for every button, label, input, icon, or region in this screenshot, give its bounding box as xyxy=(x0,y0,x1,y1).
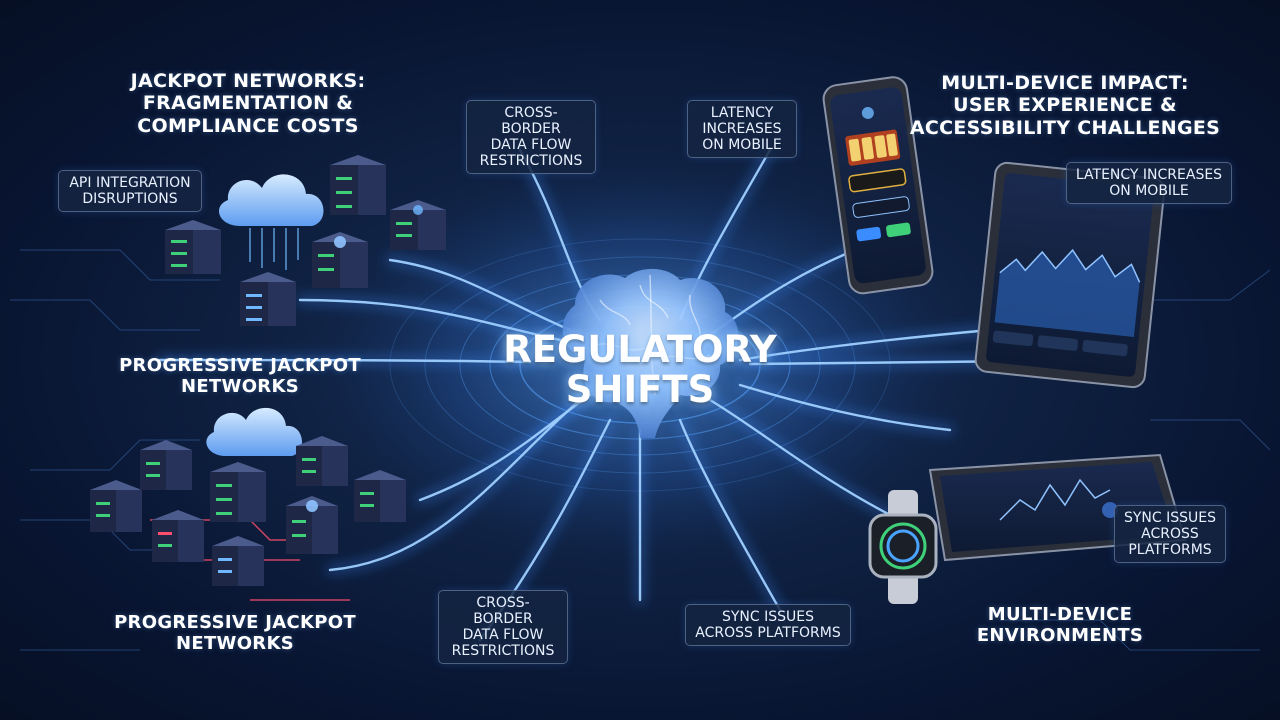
brain-icon xyxy=(562,268,739,438)
heading-line: NETWORKS xyxy=(181,376,299,398)
label-cross-border-top: CROSS-BORDER DATA FLOW RESTRICTIONS xyxy=(466,100,596,175)
heading-multi-device-environments: MULTI-DEVICE ENVIRONMENTS xyxy=(960,604,1160,646)
cloud-icon xyxy=(218,174,324,270)
server-icon xyxy=(240,272,296,326)
circuit-traces xyxy=(10,249,1271,651)
label-line: RESTRICTIONS xyxy=(479,153,583,170)
label-latency-right: LATENCY INCREASES ON MOBILE xyxy=(1066,162,1232,205)
heading-multi-device-impact: MULTI-DEVICE IMPACT: USER EXPERIENCE & A… xyxy=(900,72,1230,139)
heading-line: COMPLIANCE COSTS xyxy=(137,114,359,137)
label-line: API INTEGRATION xyxy=(69,175,191,191)
label-cross-border-bottom: CROSS-BORDER DATA FLOW RESTRICTIONS xyxy=(438,590,568,665)
heading-line: NETWORKS xyxy=(176,633,294,655)
server-icon xyxy=(140,440,192,490)
server-icon xyxy=(354,470,406,522)
label-line: ACROSS xyxy=(1141,526,1199,543)
server-icon xyxy=(212,536,264,586)
label-line: ON MOBILE xyxy=(1109,183,1189,200)
heading-jackpot-networks: JACKPOT NETWORKS: FRAGMENTATION & COMPLI… xyxy=(118,70,378,137)
heading-line: PROGRESSIVE JACKPOT xyxy=(114,612,356,633)
server-cluster-lower xyxy=(90,407,406,586)
label-line: ON MOBILE xyxy=(702,137,782,154)
data-streams xyxy=(155,145,1125,645)
heading-progressive-jackpot-upper: PROGRESSIVE JACKPOT NETWORKS xyxy=(100,355,380,397)
heading-line: MULTI-DEVICE xyxy=(987,604,1133,625)
smartwatch-icon xyxy=(868,490,938,604)
server-icon xyxy=(286,496,338,554)
server-icon xyxy=(152,510,204,562)
label-line: ACROSS PLATFORMS xyxy=(695,625,841,642)
cloud-icon xyxy=(206,407,303,456)
center-title: REGULATORY SHIFTS xyxy=(490,330,790,410)
server-icon xyxy=(210,462,266,522)
label-line: DATA FLOW xyxy=(462,627,544,644)
server-icon xyxy=(165,220,221,274)
label-sync-right: SYNC ISSUES ACROSS PLATFORMS xyxy=(1114,505,1226,564)
heading-progressive-jackpot-lower: PROGRESSIVE JACKPOT NETWORKS xyxy=(90,612,380,654)
label-line: DISRUPTIONS xyxy=(82,191,178,208)
label-line: SYNC ISSUES xyxy=(1123,510,1217,526)
tablet-icon xyxy=(974,161,1166,389)
server-icon xyxy=(296,436,348,486)
heading-line: FRAGMENTATION & xyxy=(142,92,354,115)
label-line: LATENCY INCREASES xyxy=(1075,167,1223,183)
smartphone-icon xyxy=(822,76,934,295)
heading-line: PROGRESSIVE JACKPOT xyxy=(119,355,361,376)
label-line: DATA FLOW xyxy=(490,137,572,154)
heading-line: JACKPOT NETWORKS: xyxy=(130,70,366,92)
label-line: SYNC ISSUES xyxy=(721,609,815,625)
heading-line: USER EXPERIENCE & xyxy=(953,94,1177,117)
label-line: INCREASES xyxy=(702,121,782,138)
server-icon xyxy=(312,232,368,288)
heading-line: MULTI-DEVICE IMPACT: xyxy=(941,72,1189,94)
label-latency-top: LATENCY INCREASES ON MOBILE xyxy=(687,100,797,159)
label-line: CROSS-BORDER xyxy=(473,595,533,628)
heading-line: ACCESSIBILITY CHALLENGES xyxy=(909,116,1221,139)
server-icon xyxy=(90,480,142,532)
label-line: LATENCY xyxy=(710,105,774,121)
center-title-line: SHIFTS xyxy=(565,367,715,411)
label-api-integration-disruptions: API INTEGRATION DISRUPTIONS xyxy=(58,170,202,213)
server-cluster-upper xyxy=(165,155,446,326)
label-sync-bottom: SYNC ISSUES ACROSS PLATFORMS xyxy=(685,604,851,647)
label-line: PLATFORMS xyxy=(1128,542,1212,559)
label-line: CROSS-BORDER xyxy=(501,105,561,138)
label-line: RESTRICTIONS xyxy=(451,643,555,660)
server-icon xyxy=(330,155,386,215)
heading-line: ENVIRONMENTS xyxy=(976,625,1144,647)
server-icon xyxy=(390,200,446,250)
center-title-line: REGULATORY xyxy=(503,328,777,371)
